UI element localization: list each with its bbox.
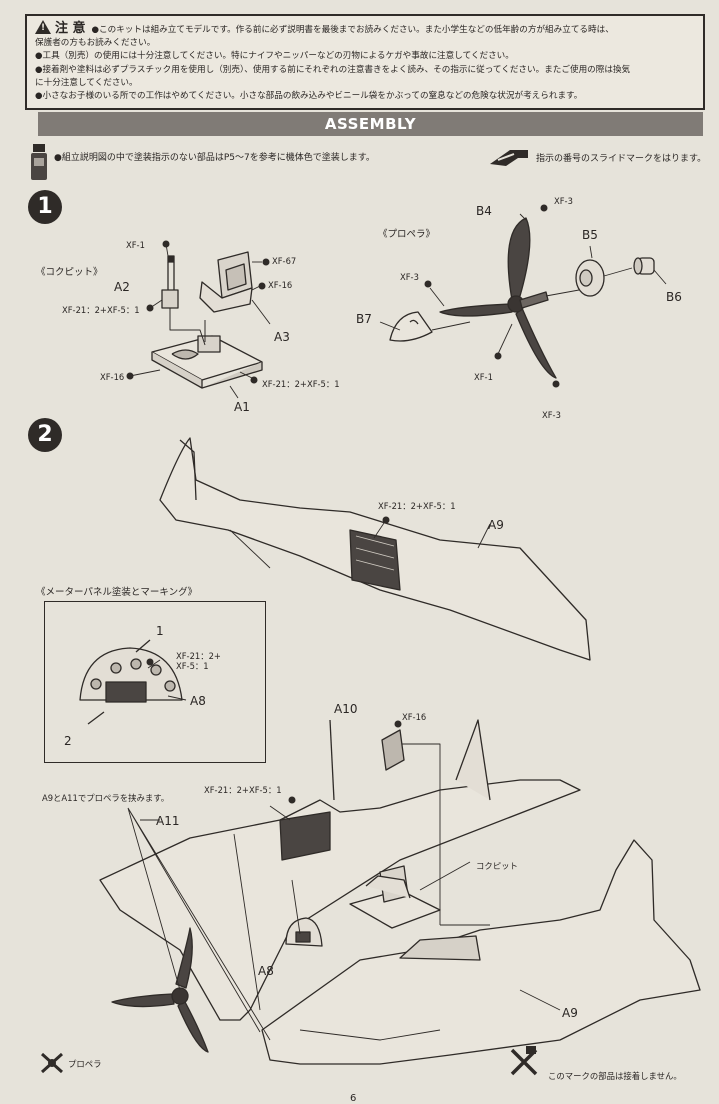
label-xf16-a: XF-16 — [268, 280, 293, 290]
label-a9-a: A9 — [488, 518, 504, 532]
label-xf16-c: XF-16 — [402, 712, 427, 722]
label-xf3-c: XF-3 — [542, 410, 561, 420]
label-a10: A10 — [334, 702, 358, 716]
control-stick-drawing — [161, 255, 206, 346]
cockpit-section-title: 《コクピット》 — [36, 267, 103, 278]
notice-line-3: ●工具（別売）の使用には十分注意してください。特にナイフやニッパーなどの刃物によ… — [35, 51, 514, 62]
label-xf67: XF-67 — [272, 256, 297, 266]
step-2-number: 2 — [28, 418, 62, 452]
part-a8-drawing — [285, 917, 323, 947]
label-b7: B7 — [356, 312, 372, 326]
label-xf16-b: XF-16 — [100, 372, 125, 382]
no-glue-legend: このマークの部品は接着しません。 — [548, 1071, 682, 1081]
label-b6: B6 — [666, 290, 682, 304]
warning-icon — [35, 20, 51, 35]
label-xf21-e: XF-21：2+XF-5：1 — [204, 785, 282, 795]
label-xf21-b: XF-21：2+XF-5：1 — [262, 379, 340, 389]
label-a1: A1 — [234, 400, 250, 414]
label-a8-a: A8 — [190, 694, 206, 708]
label-cockpit: コクピット — [476, 861, 518, 871]
label-marking-2: 2 — [64, 734, 72, 748]
assembled-propeller-drawing — [111, 927, 209, 1053]
label-b4: B4 — [476, 204, 492, 218]
instrument-panel-inset — [44, 601, 266, 763]
cockpit-assembly-drawing — [349, 865, 441, 929]
seat-drawing — [199, 251, 253, 342]
notice-box: 注 意●このキットは組み立てモデルです。作る前に必ず説明書を最後までお読みくださ… — [25, 14, 705, 110]
notice-line-2: 保護者の方もお読みください。 — [35, 38, 156, 49]
label-xf21-c: XF-21：2+XF-5：1 — [378, 501, 456, 511]
label-a3: A3 — [274, 330, 290, 344]
label-xf1-b: XF-1 — [474, 372, 493, 382]
no-glue-icon — [40, 1052, 64, 1074]
backplate-drawing — [575, 259, 605, 297]
propeller-drawing — [439, 217, 557, 379]
label-xf21-d1: XF-21：2+ — [176, 651, 221, 661]
label-a11: A11 — [156, 814, 180, 828]
fuselage-half-a9-drawing — [159, 437, 591, 661]
notice-title: 注 意 — [55, 21, 86, 36]
collar-drawing — [633, 257, 655, 275]
label-a8-b: A8 — [258, 964, 274, 978]
page-number: 6 — [350, 1093, 357, 1104]
spinner-drawing — [389, 311, 433, 342]
notice-line-4: ●接着剤や塗料は必ずプラスチック用を使用し（別売）、使用する前にそれぞれの注意書… — [35, 64, 631, 75]
step-1-number: 1 — [28, 190, 62, 224]
notice-line-6: ●小さなお子様のいる所での工作はやめてください。小さな部品の飲み込みやビニール袋… — [35, 91, 583, 102]
label-a2: A2 — [114, 280, 130, 294]
label-xf3-b: XF-3 — [400, 272, 419, 282]
propeller-sandwich-note: A9とA11でプロペラを挟みます。 — [42, 793, 170, 803]
label-xf21-d2: XF-5：1 — [176, 661, 209, 671]
propeller-section-title: 《プロペラ》 — [378, 229, 436, 240]
label-xf1: XF-1 — [126, 240, 145, 250]
instrument-panel-drawing — [79, 639, 187, 725]
label-a9-b: A9 — [562, 1006, 578, 1020]
paint-jar-icon — [31, 144, 47, 180]
part-a10-drawing — [381, 729, 441, 925]
label-xf3-a: XF-3 — [554, 196, 573, 206]
decal-slide-icon — [490, 150, 528, 166]
decal-instruction-note: 指示の番号のスライドマークをはります。 — [536, 154, 707, 164]
fuselage-assembled-a9-drawing — [261, 839, 701, 1065]
label-propeller-no-glue: プロペラ — [68, 1059, 102, 1069]
cockpit-floor-drawing — [151, 335, 263, 389]
fuselage-half-a11-drawing — [99, 719, 581, 1021]
label-marking-1: 1 — [156, 624, 164, 638]
panel-section-title: 《メーターパネル塗装とマーキング》 — [36, 587, 198, 598]
label-xf21-a: XF-21：2+XF-5：1 — [62, 305, 140, 315]
notice-line-1: 注 意●このキットは組み立てモデルです。作る前に必ず説明書を最後までお読みくださ… — [35, 20, 695, 37]
notice-line-5: に十分注意してください。 — [35, 77, 138, 88]
label-b5: B5 — [582, 228, 598, 242]
no-glue-mark-icon — [510, 1046, 538, 1076]
paint-instruction-note: ●組立説明図の中で塗装指示のない部品はP5〜7を参考に機体色で塗装します。 — [54, 153, 375, 163]
assembly-banner: ASSEMBLY — [38, 112, 703, 136]
